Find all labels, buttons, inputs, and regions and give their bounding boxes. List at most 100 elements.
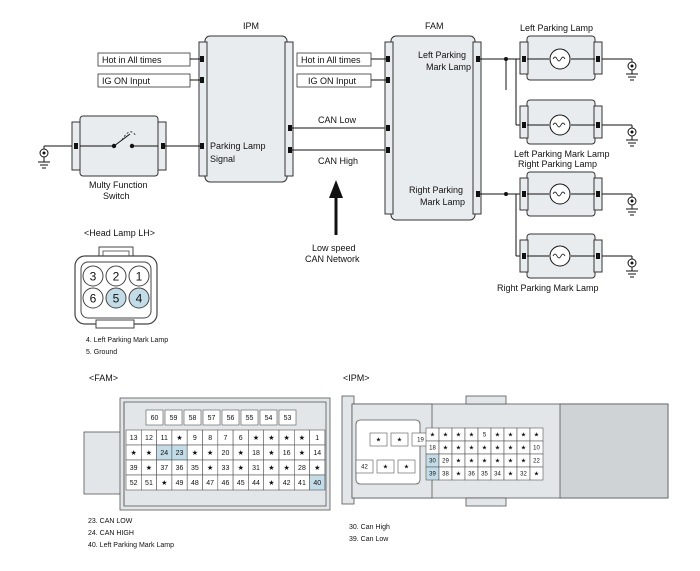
headlamp-pin [82,265,104,287]
connector-pin-label: 44 [252,480,260,487]
connector-pin-label: 18 [429,446,436,452]
connector-pin-label: 55 [246,415,254,422]
connector-pin-cell [221,409,240,426]
connector-pin-label: 23 [176,450,184,457]
connector-pin-label: ★ [397,437,402,444]
fam-left-label-1: Left Parking [418,50,466,60]
ground-icon-dot [42,151,46,155]
connector-pin-label: 12 [145,435,153,442]
connector-pin-label: 39 [130,465,138,472]
connector-pin-cell [259,409,278,426]
connector-pin-label: ★ [521,445,526,452]
left-parking-lamp-label: Left Parking Lamp [520,23,593,33]
headlamp-pin-label: 1 [136,270,143,284]
connector-pin-label: 29 [442,459,449,465]
connector-pin-label: ★ [482,458,487,465]
bulb-icon [549,114,571,136]
connector-pin-label: 5 [483,433,487,439]
wire-junction [504,192,508,196]
connector-pin-label: 58 [189,415,197,422]
connector-pin-label: ★ [383,464,388,471]
headlamp-pin-label: 2 [113,270,120,284]
headlamp-pin-label: 4 [136,292,143,306]
connector-pin-label: ★ [482,445,487,452]
headlamp-note-1: 4. Left Parking Mark Lamp [86,337,168,344]
ipm-pin [200,56,204,62]
ipm-pin [288,147,292,153]
headlamp-pin-label: 3 [90,270,97,284]
connector-pin-label: 1 [315,435,319,442]
fam-pin [386,147,390,153]
connector-pin-label: ★ [131,449,137,457]
connector-pin-label: 10 [533,446,540,452]
right-parking-lamp-label: Right Parking Lamp [518,159,597,169]
bulb-icon [549,245,571,267]
headlamp-pin [128,265,150,287]
ground-icon [626,59,638,81]
connector-pin-label: ★ [495,445,500,452]
connector-pin-label: 34 [494,472,501,478]
headlamp-note-2: 5. Ground [86,349,117,356]
connector-pin-label: ★ [299,434,305,442]
connector-pin-label: ★ [146,464,152,472]
connector-pin-label: 9 [193,435,197,442]
connector-pin-cell [376,459,395,474]
ipm-title: IPM [243,21,259,31]
connector-pin-label: ★ [376,437,381,444]
fam-note-2: 24. CAN HIGH [88,530,134,537]
connector-pin-cell [183,409,202,426]
connector-pin-label: 31 [252,465,260,472]
fam-pin [386,56,390,62]
connector-pin-cell [397,459,416,474]
connector-pin-label: 49 [176,480,184,487]
connector-pin-label: 56 [227,415,235,422]
left-parking-mark-lamp [519,99,603,145]
connector-pin-label: ★ [192,449,198,457]
headlamp-pin [82,287,104,309]
fam-right-label-1: Right Parking [409,185,463,195]
connector-pin-label: 28 [298,465,306,472]
ipm-connector-title: <IPM> [343,373,370,383]
connector-pin-label: 59 [170,415,178,422]
connector-pin-label: ★ [469,445,474,452]
connector-pin-label: ★ [268,464,274,472]
connector-pin-label: 33 [222,465,230,472]
left-parking-mark-lamp-label: Left Parking Mark Lamp [514,149,610,159]
connector-pin-label: ★ [469,432,474,439]
ipm-note-2: 39. Can Low [349,536,389,543]
connector-pin-label: 46 [222,480,230,487]
ground-icon [626,194,638,216]
low-speed-label: Low speed [312,243,356,253]
fam-pin [386,125,390,131]
ipm-signal-label: Signal [210,154,235,164]
connector-pin-label: 48 [191,480,199,487]
mfs-pin [161,143,165,149]
bulb-icon [549,48,571,70]
connector-pin-label: ★ [456,471,461,478]
connector-pin-label: ★ [299,449,305,457]
connector-pin-cell [529,466,544,481]
fam-note-1: 23. CAN LOW [88,518,133,525]
connector-pin-label: ★ [456,445,461,452]
connector-pin-label: ★ [176,434,182,442]
fam-connector-title: <FAM> [89,373,118,383]
connector-pin-cell [309,474,326,491]
connector-pin-label: ★ [443,445,448,452]
connector-pin-label: ★ [495,432,500,439]
bulb-icon [549,183,571,205]
connector-pin-label: 35 [191,465,199,472]
right-parking-mark-lamp [519,233,603,279]
mfs-label-2: Switch [103,191,130,201]
connector-pin-label: 60 [151,415,159,422]
can-low-label: CAN Low [318,115,357,125]
connector-pin-label: 14 [313,450,321,457]
ground-icon [626,125,638,147]
connector-pin-label: ★ [207,464,213,472]
connector-pin-cell [202,409,221,426]
fam-pin [476,56,480,62]
right-parking-mark-lamp-label: Right Parking Mark Lamp [497,283,599,293]
